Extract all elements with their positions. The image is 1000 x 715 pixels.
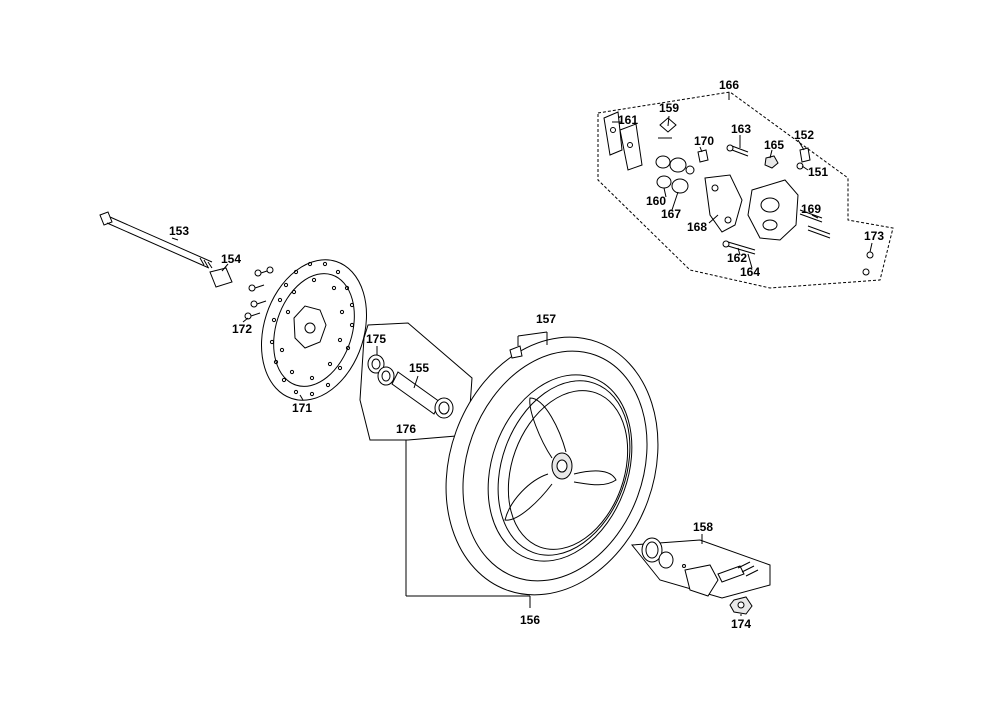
nut-165 (764, 155, 779, 169)
label-161: 161 (618, 113, 638, 127)
label-155: 155 (409, 361, 429, 375)
bolts-169 (799, 209, 831, 239)
label-159: 159 (659, 101, 679, 115)
label-170: 170 (694, 134, 714, 148)
gear-housing (684, 564, 719, 597)
label-152: 152 (794, 128, 814, 142)
screw-173b (862, 268, 870, 276)
spoke-3 (573, 470, 617, 486)
label-151: 151 (808, 165, 828, 179)
caliper-group (597, 91, 894, 289)
bearing-right (434, 397, 454, 419)
label-172: 172 (232, 322, 252, 336)
bleeder-nut (697, 149, 709, 163)
wheel-assembly (445, 331, 659, 608)
valve-stem (509, 345, 523, 359)
pistons (655, 155, 695, 194)
label-171: 171 (292, 401, 312, 415)
label-166: 166 (719, 78, 739, 92)
caliper-pin-163 (726, 144, 749, 157)
caliper-group-outline (597, 91, 894, 289)
label-162: 162 (727, 251, 747, 265)
seal-ring (641, 537, 663, 563)
label-164: 164 (740, 265, 760, 279)
axle (99, 211, 213, 269)
screw-173a (866, 251, 874, 259)
label-168: 168 (687, 220, 707, 234)
caliper-bracket (704, 174, 743, 233)
drive-washer (658, 551, 674, 569)
label-157: 157 (536, 312, 556, 326)
bearing-kit (359, 322, 530, 597)
disc-bolts-172 (242, 266, 274, 323)
brake-pads (603, 111, 643, 171)
axle-head (99, 211, 113, 226)
bolt-162 (722, 240, 756, 255)
axle-nut-174 (729, 596, 753, 616)
speedo-drive-outline (631, 539, 771, 599)
bearing-left (377, 366, 395, 386)
seal-175 (367, 354, 385, 374)
label-158: 158 (693, 520, 713, 534)
spacer-154 (209, 263, 233, 288)
label-165: 165 (764, 138, 784, 152)
brake-disc (260, 259, 368, 401)
bleeder-screw (796, 147, 811, 170)
label-154: 154 (221, 252, 241, 266)
spoke-2 (504, 473, 553, 521)
label-167: 167 (661, 207, 681, 221)
label-174: 174 (731, 617, 751, 631)
label-153: 153 (169, 224, 189, 238)
rim (487, 374, 633, 562)
spacer-tube-155 (391, 371, 441, 415)
label-169: 169 (801, 202, 821, 216)
label-173: 173 (864, 229, 884, 243)
label-163: 163 (731, 122, 751, 136)
label-175: 175 (366, 332, 386, 346)
label-176: 176 (396, 422, 416, 436)
spoke-1 (529, 397, 567, 459)
label-156: 156 (520, 613, 540, 627)
speedo-drive (631, 534, 771, 599)
spring-clip (658, 117, 677, 139)
label-160: 160 (646, 194, 666, 208)
